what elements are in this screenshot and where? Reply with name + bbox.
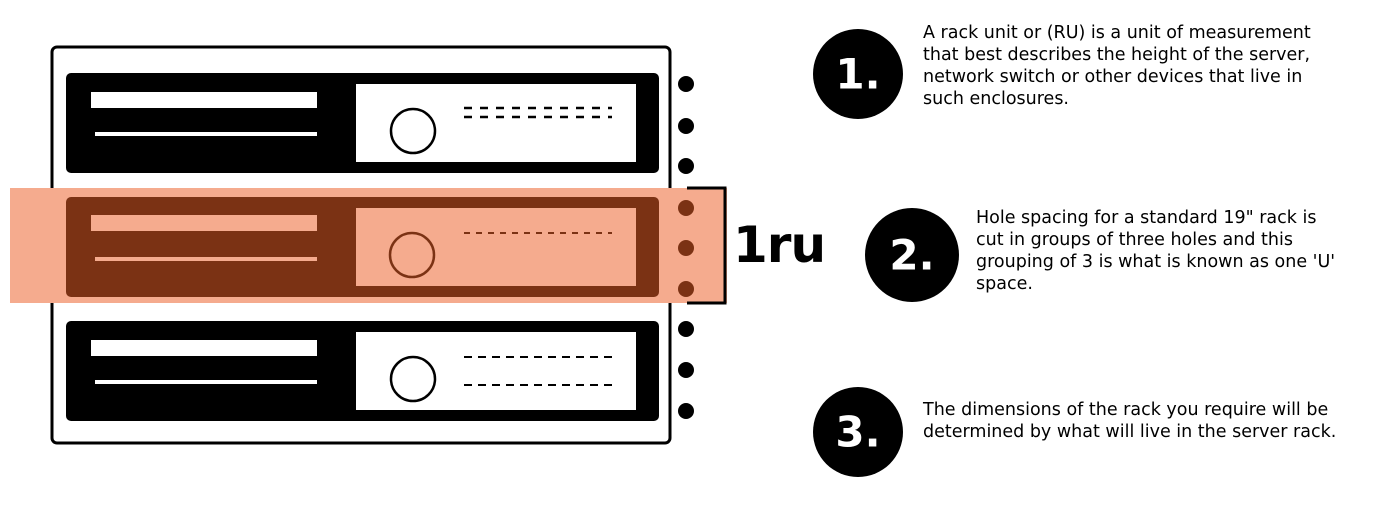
power-button-icon	[388, 231, 436, 279]
ru-label: 1ru	[733, 216, 825, 274]
server-unit-highlighted	[66, 197, 659, 297]
mounting-hole-highlighted	[678, 200, 694, 216]
server-unit-bottom	[66, 321, 659, 421]
step-badge-2: 2.	[865, 208, 959, 302]
step-2-description: Hole spacing for a standard 19" rack is …	[976, 207, 1335, 295]
step-text-line: cut in groups of three holes and this	[976, 230, 1293, 250]
power-button-icon	[389, 355, 437, 403]
mounting-hole	[678, 403, 694, 419]
step-badge-circle	[865, 208, 959, 302]
step-text-line: Hole spacing for a standard 19" rack is	[976, 208, 1317, 228]
server-label-line	[95, 132, 317, 136]
step-number: 1.	[835, 50, 880, 99]
step-badge-1: 1.	[813, 29, 903, 119]
mounting-hole	[678, 362, 694, 378]
step-text-line: grouping of 3 is what is known as one 'U…	[976, 252, 1336, 272]
server-label-line	[95, 380, 317, 384]
server-label-bar	[91, 215, 317, 231]
step-text-line: The dimensions of the rack you require w…	[923, 400, 1329, 420]
mounting-hole-highlighted	[678, 240, 694, 256]
step-text-line: such enclosures.	[923, 89, 1069, 109]
step-badge-circle	[813, 29, 903, 119]
mounting-hole	[678, 158, 694, 174]
step-badge-circle	[813, 387, 903, 477]
server-label-bar	[91, 340, 317, 356]
server-label-line	[95, 257, 317, 261]
step-text-line: space.	[976, 274, 1033, 294]
server-label-bar	[91, 92, 317, 108]
step-1-description: A rack unit or (RU) is a unit of measure…	[923, 22, 1311, 110]
step-text-line: network switch or other devices that liv…	[923, 67, 1303, 87]
ru-bracket	[687, 186, 727, 305]
mounting-holes	[678, 76, 694, 419]
server-unit-top	[66, 73, 659, 173]
step-text-line: determined by what will live in the serv…	[923, 422, 1337, 442]
mounting-hole	[678, 118, 694, 134]
step-text-line: A rack unit or (RU) is a unit of measure…	[923, 23, 1311, 43]
mounting-hole	[678, 321, 694, 337]
step-3-description: The dimensions of the rack you require w…	[923, 399, 1336, 443]
mounting-hole-highlighted	[678, 281, 694, 297]
power-button-icon	[389, 107, 437, 155]
step-number: 2.	[889, 231, 934, 280]
step-number: 3.	[835, 408, 880, 457]
mounting-hole	[678, 76, 694, 92]
step-text-line: that best describes the height of the se…	[923, 45, 1311, 65]
step-badge-3: 3.	[813, 387, 903, 477]
